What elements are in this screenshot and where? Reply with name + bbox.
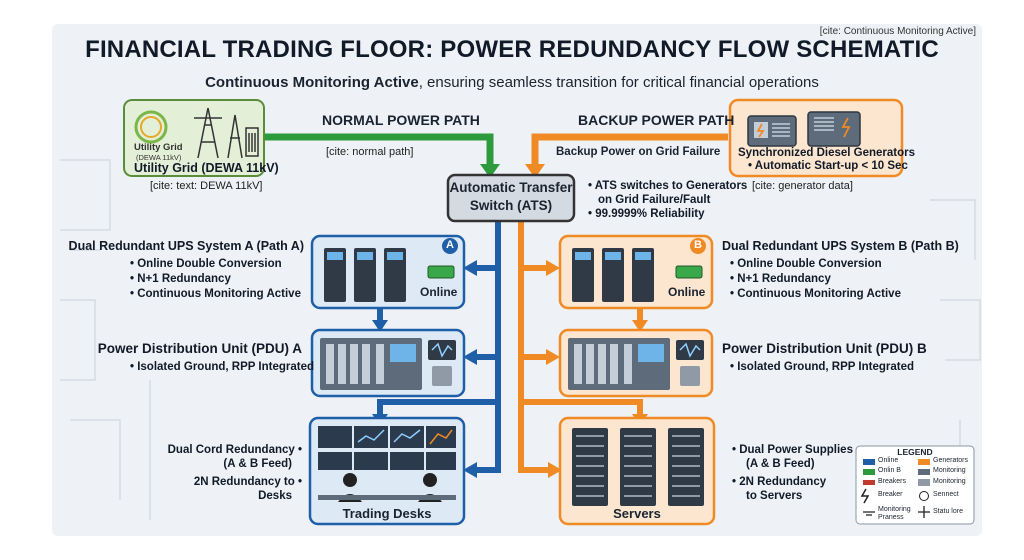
legend-item-online: Online	[878, 457, 899, 464]
ups-b-bullet-1: • Online Double Conversion	[730, 258, 882, 270]
transmission-tower-icon	[194, 107, 259, 159]
legend-item-statu-lore: Statu lore	[933, 508, 963, 515]
backup-path-note: Backup Power on Grid Failure	[556, 146, 721, 158]
servers-note-1: • Dual Power Supplies	[732, 444, 853, 456]
legend-item-monitoring-praness: Monitoring Praness	[878, 506, 911, 521]
backup-path-label: BACKUP POWER PATH	[578, 112, 735, 128]
normal-path-cite: [cite: normal path]	[326, 146, 414, 158]
legend-item-breaker: Breaker	[878, 491, 903, 498]
desks-note-2: (A & B Feed)	[223, 458, 292, 470]
badge-b-icon	[690, 238, 706, 254]
pdu-a-title: Power Distribution Unit (PDU) A	[97, 341, 302, 356]
top-citation: [cite: Continuous Monitoring Active]	[819, 26, 976, 37]
orange-trunk	[518, 220, 550, 473]
backup-path-arrow	[525, 164, 545, 178]
legend-item-online-b: Onlin B	[878, 467, 901, 474]
pdu-a-panel	[310, 328, 466, 398]
legend-item-monitoring-2: Monitoring	[933, 478, 966, 485]
ats-label-1: Automatic Transfer	[449, 180, 573, 195]
ups-a-bullet-2: • N+1 Redundancy	[130, 273, 231, 285]
ats-bullet-1: • ATS switches to Generators	[588, 180, 748, 192]
subtitle-rest: , ensuring seamless transition for criti…	[418, 74, 819, 91]
servers-note-3: • 2N Redundancy	[732, 476, 827, 488]
page-title: FINANCIAL TRADING FLOOR: POWER REDUNDANC…	[85, 36, 939, 63]
generators-bullet: • Automatic Start-up < 10 Sec	[748, 160, 908, 172]
ups-cabinet-icons-b	[572, 248, 703, 302]
ups-a-bullet-1: • Online Double Conversion	[130, 258, 282, 270]
badge-a-icon	[442, 238, 458, 254]
utility-logo-sub: (DEWA 11kV)	[136, 153, 182, 162]
utility-logo-text: Utility Grid	[134, 142, 183, 153]
desks-note-4: Desks	[258, 490, 292, 502]
servers-note-2: (A & B Feed)	[746, 458, 815, 470]
generators-label: Synchronized Diesel Generators	[738, 147, 916, 159]
pdu-a-bullet: • Isolated Ground, RPP Integrated	[130, 361, 315, 373]
legend-item-sennect: Sennect	[933, 491, 959, 498]
blue-trunk	[475, 220, 501, 473]
legend-title: LEGEND	[897, 447, 933, 457]
ups-a-panel	[310, 234, 466, 310]
servers-panel	[558, 416, 716, 526]
desks-note-1: Dual Cord Redundancy •	[167, 444, 302, 456]
legend-item-breakers: Breakers	[878, 478, 907, 485]
normal-path-line	[262, 133, 494, 167]
ups-b-bullet-3: • Continuous Monitoring Active	[730, 288, 901, 300]
ups-b-bullet-2: • N+1 Redundancy	[730, 273, 831, 285]
ats-box	[446, 173, 576, 223]
ats-bullet-3: • 99.9999% Reliability	[588, 208, 705, 220]
ups-b-title: Dual Redundant UPS System B (Path B)	[722, 239, 959, 253]
generators-box	[728, 98, 904, 178]
trading-desks-panel	[308, 416, 466, 526]
backup-path-line	[531, 133, 728, 167]
utility-label: Utility Grid (DEWA 11kV)	[134, 161, 279, 175]
ups-a-status: Online	[420, 285, 458, 299]
ups-cabinet-icons	[324, 248, 455, 302]
legend-item-monitoring: Monitoring	[933, 467, 966, 474]
desks-note-3: 2N Redundancy to •	[193, 476, 302, 488]
generators-cite: [cite: generator data]	[752, 180, 853, 192]
normal-path-arrow	[480, 164, 500, 178]
page-subtitle: Continuous Monitoring Active, ensuring s…	[0, 74, 1024, 91]
legend-box	[855, 445, 975, 525]
servers-label: Servers	[613, 506, 661, 521]
pdu-b-panel	[558, 328, 714, 398]
pdu-b-title: Power Distribution Unit (PDU) B	[722, 341, 927, 356]
subtitle-bold: Continuous Monitoring Active	[205, 74, 419, 91]
ats-bullet-2: on Grid Failure/Fault	[598, 194, 711, 206]
legend-item-generators: Generators	[933, 457, 969, 464]
generator-icon	[747, 111, 861, 147]
normal-path-label: NORMAL POWER PATH	[322, 112, 480, 128]
ups-b-panel	[558, 234, 714, 310]
ups-a-title: Dual Redundant UPS System A (Path A)	[68, 239, 304, 253]
ats-label-2: Switch (ATS)	[469, 198, 553, 213]
utility-grid-box	[123, 99, 265, 177]
desks-label: Trading Desks	[342, 506, 432, 521]
ups-a-bullet-3: • Continuous Monitoring Active	[130, 288, 301, 300]
pdu-b-bullet: • Isolated Ground, RPP Integrated	[730, 361, 915, 373]
servers-note-4: to Servers	[746, 490, 803, 502]
ups-b-status: Online	[668, 285, 706, 299]
badge-a: A	[446, 239, 454, 251]
utility-cite: [cite: text: DEWA 11kV]	[150, 180, 263, 192]
badge-b: B	[694, 239, 702, 251]
